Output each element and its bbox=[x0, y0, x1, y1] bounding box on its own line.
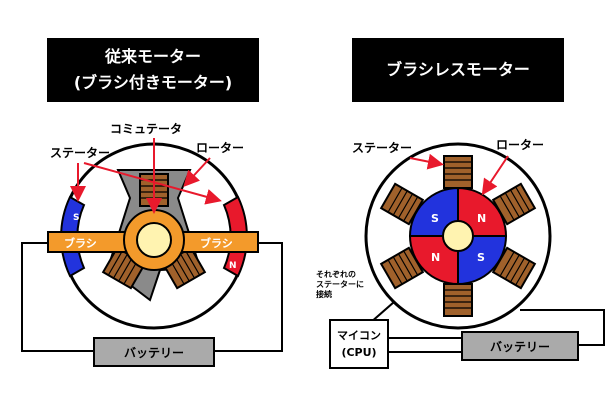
brushed-motor-title-line1: 従来モーター bbox=[104, 47, 201, 66]
right-rotor-arrow bbox=[481, 155, 509, 196]
right-rotor-pole-bl: N bbox=[431, 251, 440, 264]
left-wire bbox=[21, 242, 283, 352]
left-commutator-label: コミュテータ bbox=[110, 122, 182, 136]
right-stator-coil-top bbox=[443, 155, 473, 189]
right-stator-label: ステーター bbox=[352, 141, 412, 155]
left-stator-arrow-2 bbox=[83, 162, 222, 205]
brushless-motor: S N S N ステーター ローター それぞれの ステーターに 接続 マイコン … bbox=[316, 138, 605, 369]
left-brush-left-label: ブラシ bbox=[64, 236, 97, 250]
left-brush-right-label: ブラシ bbox=[200, 236, 233, 250]
right-rotor-pole-tr: N bbox=[477, 212, 486, 225]
right-note-line1: それぞれの bbox=[316, 270, 356, 279]
left-battery-label: バッテリー bbox=[124, 346, 184, 360]
right-mcu-line1: マイコン bbox=[337, 329, 381, 342]
right-note-line3: 接続 bbox=[316, 289, 332, 299]
right-rotor-quadrant-tr bbox=[457, 186, 508, 237]
right-wire-battery bbox=[388, 309, 605, 353]
right-rotor-quadrant-tl bbox=[408, 186, 459, 237]
left-pole-s-label: S bbox=[73, 213, 79, 223]
left-rotor-label: ローター bbox=[196, 141, 244, 155]
right-mcu-line2: (CPU) bbox=[341, 346, 376, 359]
brushed-motor: コミュテータ ステーター ローター ブラシ ブラシ S N バッテリー bbox=[21, 122, 283, 367]
right-rotor-quadrant-bl bbox=[408, 235, 459, 286]
right-mcu-box bbox=[329, 319, 389, 369]
right-rotor-pole-tl: S bbox=[431, 212, 439, 225]
right-rotor-label: ローター bbox=[496, 138, 544, 152]
right-battery bbox=[461, 331, 579, 361]
right-battery-label: バッテリー bbox=[490, 340, 550, 354]
left-rotor-arrow bbox=[183, 157, 211, 187]
left-stator-label: ステーター bbox=[50, 146, 110, 160]
right-rotor-pole-br: S bbox=[477, 251, 485, 264]
right-note-line2: ステーターに bbox=[316, 279, 364, 289]
left-battery bbox=[93, 337, 215, 367]
brushless-motor-title: ブラシレスモーター bbox=[352, 38, 564, 102]
right-rotor-shaft bbox=[442, 220, 474, 252]
right-rotor-quadrant-br bbox=[457, 235, 508, 286]
left-pole-n-label: N bbox=[229, 261, 237, 271]
brushed-motor-title: 従来モーター (ブラシ付きモーター) bbox=[47, 38, 259, 102]
brushed-motor-title-line2: (ブラシ付きモーター) bbox=[73, 73, 233, 92]
right-stator-arrow bbox=[409, 153, 444, 170]
right-stator-coil-bottom bbox=[443, 283, 473, 317]
left-shaft bbox=[136, 222, 172, 258]
